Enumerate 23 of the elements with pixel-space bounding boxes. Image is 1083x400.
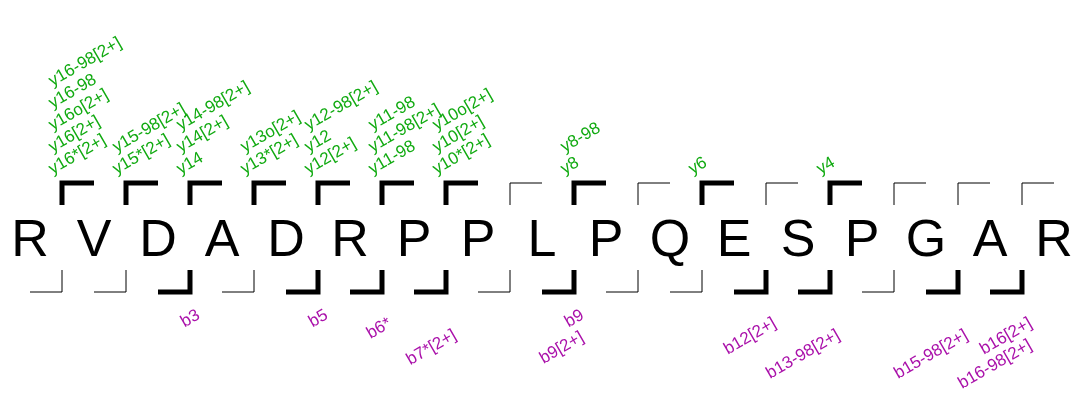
residue-letter: P bbox=[843, 212, 881, 264]
residue-letter: D bbox=[266, 212, 306, 264]
residue-letter: V bbox=[75, 212, 113, 264]
residue-letter: P bbox=[395, 212, 433, 264]
y-ion-label: y4 bbox=[813, 153, 838, 177]
b-ion-label: b3 bbox=[177, 306, 203, 331]
residue-letter: L bbox=[526, 212, 558, 264]
b-ion-label: b9 bbox=[561, 306, 587, 331]
residue-letter: E bbox=[715, 212, 753, 264]
residue-letter: Q bbox=[648, 212, 692, 264]
residue-letter: R bbox=[330, 212, 370, 264]
residue-letter: R bbox=[10, 212, 50, 264]
b-ion-label: b5 bbox=[305, 306, 331, 331]
residue-letter: A bbox=[971, 212, 1009, 264]
residue-letter: P bbox=[459, 212, 497, 264]
residue-letter: P bbox=[587, 212, 625, 264]
residue-letter: R bbox=[1034, 212, 1074, 264]
y-ion-label: y6 bbox=[685, 153, 710, 177]
residue-letter: D bbox=[138, 212, 178, 264]
residue-letter: A bbox=[203, 212, 241, 264]
residue-letter: G bbox=[904, 212, 948, 264]
residue-letter: S bbox=[779, 212, 817, 264]
b-ion-label: b6* bbox=[363, 314, 395, 342]
